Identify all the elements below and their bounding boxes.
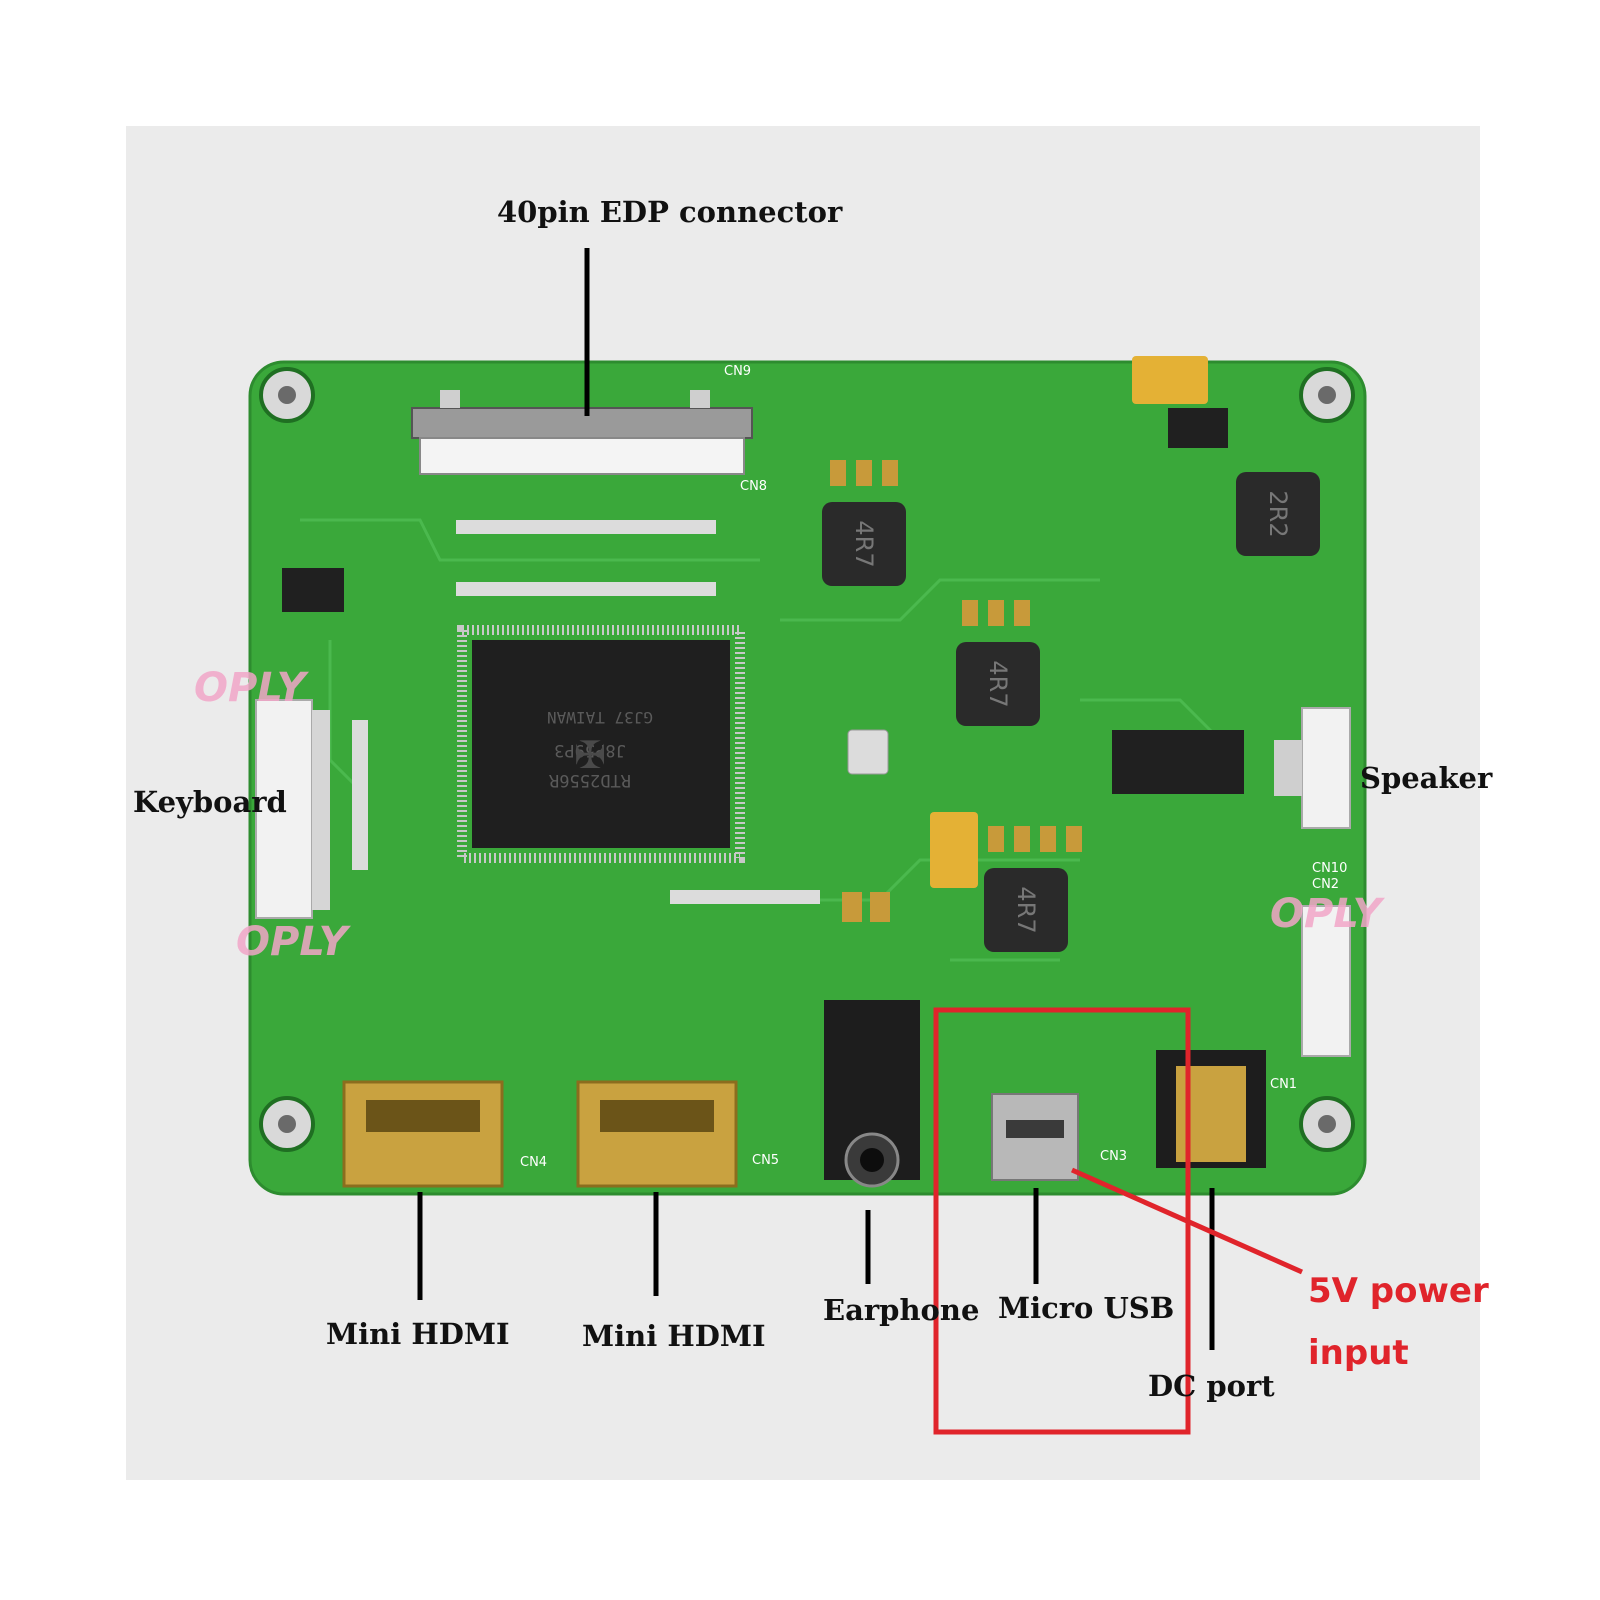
cn9-label: CN9	[724, 364, 751, 379]
inductor-marking: 4R7	[1012, 886, 1040, 933]
speaker-label: Speaker	[1360, 761, 1493, 795]
silkscreen-labels: CN9 CN8 CN4 CN5 CN3 CN1 CN10 CN2	[520, 364, 1347, 1170]
mini-hdmi-ports	[342, 1080, 738, 1188]
chip-marking-1: GJ37 TAIWAN	[547, 708, 653, 727]
watermark: OPLY	[194, 665, 306, 711]
cn10-label: CN10	[1312, 861, 1347, 876]
tantalum-capacitor	[930, 812, 978, 888]
inductor-marking: 2R2	[1264, 490, 1292, 537]
pcb-board	[248, 360, 1367, 1196]
inductor-marking: 4R7	[850, 520, 878, 567]
crystal	[847, 729, 889, 775]
cn1-label: CN1	[1270, 1077, 1297, 1092]
inductors: 4R7 4R7 4R7 2R2	[822, 472, 1320, 952]
micro-usb-label: Micro USB	[998, 1291, 1175, 1325]
keyboard-connector-part	[255, 699, 330, 919]
mini-hdmi-label-1: Mini HDMI	[326, 1317, 510, 1351]
chip-marking-3: RTD2556R	[548, 770, 631, 790]
cn4-label: CN4	[520, 1155, 547, 1170]
dc-port-part	[1156, 1050, 1266, 1168]
dc-port-label: DC port	[1148, 1369, 1275, 1403]
edp-connector-part	[411, 390, 753, 475]
small-chip	[282, 568, 344, 612]
cn8-label: CN8	[740, 479, 767, 494]
realtek-logo-icon: ✠	[574, 733, 606, 777]
callout-lines	[417, 248, 1215, 1350]
inductor-marking: 4R7	[984, 660, 1012, 707]
cn1-connector-part	[1301, 905, 1351, 1057]
cn2-label: CN2	[1312, 877, 1339, 892]
chip-marking-2: J8P59P3	[554, 740, 626, 760]
mini-hdmi-label-2: Mini HDMI	[582, 1319, 766, 1353]
micro-usb-port-part	[991, 1093, 1079, 1181]
main-chip: GJ37 TAIWAN J8P59P3 RTD2556R ✠	[457, 625, 745, 863]
watermark: OPLY	[236, 919, 348, 965]
keyboard-label: Keyboard	[133, 785, 287, 819]
smd-resistors	[352, 520, 820, 904]
speaker-connector-part	[1274, 707, 1351, 829]
cn5-label: CN5	[752, 1153, 779, 1168]
cn3-label: CN3	[1100, 1149, 1127, 1164]
tantalum-capacitor	[1132, 356, 1208, 404]
audio-amp-chip	[1112, 730, 1244, 794]
edp-connector-label: 40pin EDP connector	[497, 195, 843, 229]
power-input-label-line2: input	[1308, 1333, 1409, 1373]
power-input-arrow-line	[1070, 1167, 1304, 1275]
power-input-label-line1: 5V power	[1308, 1271, 1489, 1311]
watermark: OPLY	[1270, 891, 1382, 937]
earphone-jack-part	[824, 1000, 920, 1188]
smd-capacitors	[830, 460, 1082, 922]
earphone-label: Earphone	[823, 1293, 980, 1327]
small-chip	[1168, 408, 1228, 448]
mounting-holes	[259, 367, 1355, 1152]
